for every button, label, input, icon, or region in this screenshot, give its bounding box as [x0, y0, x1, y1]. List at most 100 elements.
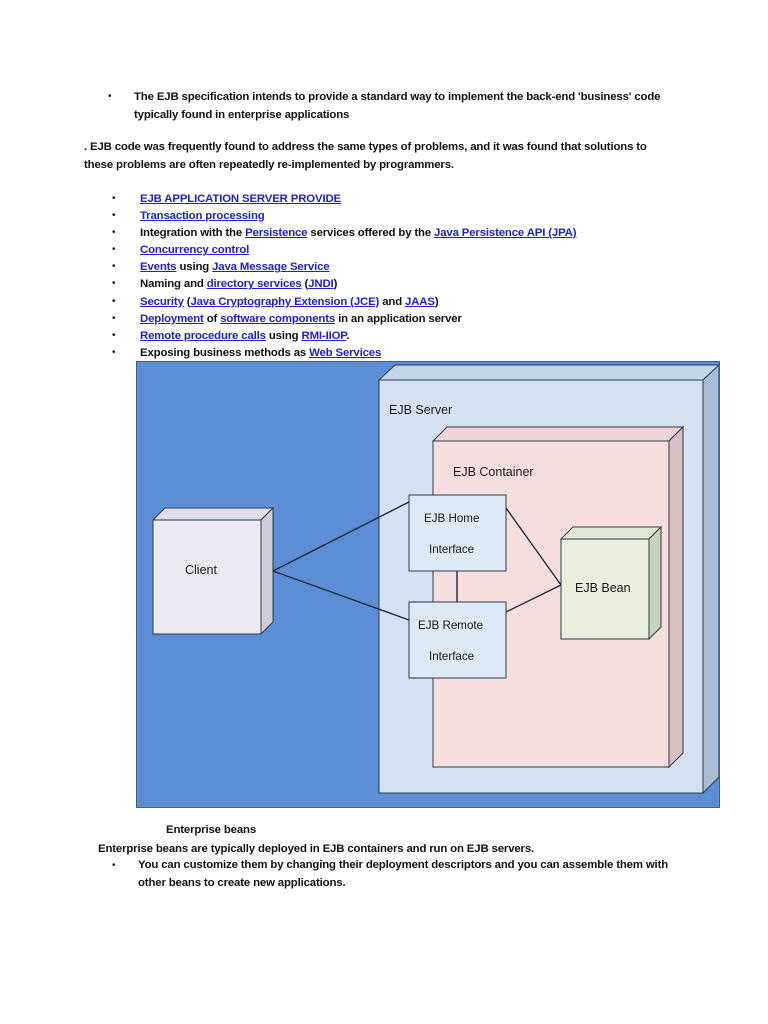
ejb-remote-interface-box: EJB Remote Interface [408, 601, 507, 679]
ejb-server-top-face [377, 364, 719, 381]
ejb-remote-interface-label-line1: EJB Remote [418, 619, 483, 632]
bullet-marker-icon: • [112, 278, 116, 290]
ejb-bean-side-face [648, 525, 662, 641]
feature-plain-text: of [203, 312, 221, 325]
feature-plain-text: Integration with the [140, 227, 246, 240]
ejb-container-side-face [668, 425, 684, 769]
ejb-server-label: EJB Server [389, 403, 452, 417]
ejb-container-top-face [431, 426, 685, 442]
feature-link[interactable]: EJB APPLICATION SERVER PROVIDE [140, 193, 341, 205]
bullet-marker-icon: • [112, 860, 116, 871]
feature-list: • EJB APPLICATION SERVER PROVIDE • Transact… [112, 192, 672, 363]
feature-plain-text: and [379, 295, 406, 308]
client-front-face [152, 519, 262, 635]
feature-link[interactable]: Remote procedure calls [140, 329, 266, 342]
feature-plain-text: Naming and [140, 278, 207, 291]
ejb-bean-box: EJB Bean [559, 525, 663, 641]
connector-remote-to-bean [505, 584, 562, 613]
feature-list-item-text: Events using Java Message Service [140, 260, 672, 274]
feature-list-item: • Security (Java Cryptography Extension (… [112, 295, 672, 309]
enterprise-beans-paragraph: Enterprise beans are typically deployed … [98, 843, 535, 855]
feature-link[interactable]: JAAS [405, 295, 435, 308]
bullet-marker-icon: • [112, 329, 116, 341]
feature-plain-text: ) [333, 278, 338, 291]
ejb-home-interface-face [408, 494, 507, 572]
feature-link[interactable]: RMI-IIOP [301, 329, 347, 342]
feature-link[interactable]: Transaction processing [140, 210, 265, 223]
feature-plain-text: in an application server [335, 312, 462, 325]
feature-list-item: • Events using Java Message Service [112, 260, 672, 274]
feature-plain-text: ( [301, 278, 309, 291]
feature-link[interactable]: Concurrency control [140, 244, 250, 257]
ejb-architecture-diagram: EJB Server EJB Container EJB Bean [136, 361, 720, 808]
ejb-home-interface-label-line1: EJB Home [424, 512, 479, 525]
ejb-bean-front-face [560, 538, 650, 640]
client-side-face [260, 506, 274, 636]
feature-list-item-text: Remote procedure calls using RMI-IIOP. [140, 329, 672, 343]
bullet-marker-icon: • [112, 193, 116, 204]
feature-list-item-text: Security (Java Cryptography Extension (J… [140, 295, 672, 309]
bullet-marker-icon: • [112, 244, 116, 256]
bullet-marker-icon: • [112, 295, 116, 307]
connector-lines [272, 501, 562, 621]
feature-plain-text: services offered by the [307, 227, 435, 240]
bullet-marker-icon: • [112, 210, 116, 222]
feature-link[interactable]: Java Cryptography Extension (JCE) [190, 295, 380, 308]
feature-link[interactable]: Java Persistence API (JPA) [434, 227, 577, 240]
feature-list-item-text: Concurrency control [140, 243, 672, 257]
ejb-remote-interface-label-line2: Interface [429, 650, 474, 663]
bullet-marker-icon: • [112, 261, 116, 273]
feature-list-item: • Deployment of software components in an… [112, 312, 672, 326]
client-top-face [151, 507, 275, 521]
enterprise-beans-bullet-item: • You can customize them by changing the… [112, 857, 692, 892]
feature-list-item: • Integration with the Persistence servic… [112, 226, 672, 240]
ejb-home-interface-label-line2: Interface [429, 543, 474, 556]
bullet-marker-icon: • [108, 91, 112, 102]
feature-link[interactable]: Security [140, 295, 184, 308]
feature-plain-text: using [176, 261, 213, 274]
feature-list-item: • Concurrency control [112, 243, 672, 257]
feature-link[interactable]: JNDI [308, 278, 334, 291]
feature-plain-text: ) [434, 295, 439, 308]
feature-list-item-text: Integration with the Persistence service… [140, 226, 672, 240]
ejb-bean-label: EJB Bean [575, 581, 631, 595]
ejb-remote-interface-face [408, 601, 507, 679]
feature-list-item: • Exposing business methods as Web Servic… [112, 346, 672, 360]
client-label: Client [185, 563, 217, 577]
feature-link[interactable]: software components [220, 312, 336, 325]
bullet-marker-icon: • [112, 312, 116, 324]
ejb-server-side-face [702, 364, 719, 795]
ejb-container-label: EJB Container [453, 465, 534, 479]
feature-link[interactable]: Events [140, 261, 177, 274]
feature-plain-text: using [265, 329, 302, 342]
feature-link[interactable]: Deployment [140, 312, 204, 325]
connector-client-to-home [272, 501, 410, 572]
feature-plain-text: Exposing business methods as [140, 346, 310, 359]
ejb-home-interface-box: EJB Home Interface [408, 494, 507, 572]
client-box: Client [151, 506, 275, 636]
feature-plain-text: . [346, 329, 350, 342]
feature-list-item: • EJB APPLICATION SERVER PROVIDE [112, 192, 672, 206]
intro-bullet-text: The EJB specification intends to provide… [134, 91, 661, 122]
feature-list-item-text: Naming and directory services (JNDI) [140, 277, 672, 291]
ejb-bean-top-face [559, 526, 663, 540]
feature-list-item-text: EJB APPLICATION SERVER PROVIDE [140, 192, 672, 206]
feature-list-item-text: Deployment of software components in an … [140, 312, 672, 326]
connector-home-to-bean [505, 507, 562, 586]
connector-client-to-remote [272, 570, 410, 621]
enterprise-beans-heading: Enterprise beans [166, 824, 257, 836]
intro-bullet-item: • The EJB specification intends to provi… [108, 88, 674, 125]
feature-link[interactable]: Web Services [309, 346, 382, 359]
intro-paragraph: . EJB code was frequently found to addre… [84, 141, 647, 171]
feature-list-item: • Remote procedure calls using RMI-IIOP. [112, 329, 672, 343]
bullet-marker-icon: • [112, 227, 116, 239]
ejb-diagram-svg: EJB Server EJB Container EJB Bean [151, 364, 719, 795]
bullet-marker-icon: • [112, 346, 116, 358]
feature-list-item-text: Transaction processing [140, 209, 672, 223]
feature-link[interactable]: Java Message Service [212, 261, 330, 274]
feature-link[interactable]: Persistence [245, 227, 308, 240]
feature-list-item-text: Exposing business methods as Web Service… [140, 346, 672, 360]
feature-list-item: • Naming and directory services (JNDI) [112, 277, 672, 291]
feature-link[interactable]: directory services [206, 278, 302, 291]
